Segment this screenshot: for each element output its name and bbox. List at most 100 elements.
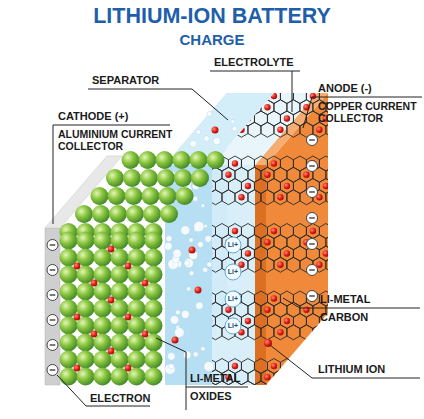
electron-symbol — [47, 315, 58, 326]
separator-pore — [181, 226, 190, 235]
electron-symbols — [47, 135, 318, 376]
lithium-dot — [271, 160, 277, 166]
metal-oxide-sphere — [145, 368, 163, 386]
electron-minus — [50, 369, 56, 370]
lithium-dot — [108, 348, 115, 355]
lithium-dot — [238, 127, 244, 133]
lithium-dot — [245, 318, 251, 324]
leader-line — [292, 71, 293, 112]
electron-circle — [307, 213, 318, 224]
lithium-dot — [74, 365, 81, 372]
separator-pore — [189, 271, 194, 276]
aluminium-collector-front — [45, 228, 60, 385]
metal-oxide-sphere — [145, 351, 163, 369]
metal-oxide-sphere — [145, 300, 163, 318]
ion-label: Li+ — [223, 267, 243, 277]
metal-oxide-sphere — [91, 187, 109, 205]
lithium-dot — [264, 172, 270, 178]
part-label: ALUMINIUM CURRENT COLLECTOR — [58, 128, 183, 152]
lithium-dot — [142, 331, 149, 338]
lithium-dot — [232, 228, 238, 234]
metal-oxide-sphere — [142, 187, 160, 205]
electron-symbol — [307, 213, 318, 224]
lithium-dot — [108, 297, 115, 304]
graphite-hexagon — [235, 190, 248, 205]
metal-oxide-sphere — [123, 169, 141, 187]
lithium-dot — [277, 262, 283, 268]
lithium-dot — [323, 250, 329, 256]
metal-oxide-sphere — [75, 205, 93, 223]
graphite-hexagon — [332, 381, 345, 396]
electron-symbol — [307, 161, 318, 172]
graphite-hexagon — [190, 359, 203, 374]
separator-pore — [184, 258, 194, 268]
graphite-hexagon — [202, 111, 215, 126]
metal-oxide-sphere — [94, 368, 112, 386]
lithium-dot — [284, 250, 290, 256]
lithium-dot — [91, 331, 98, 338]
graphite-hexagon — [274, 122, 287, 137]
ion-label: Li+ — [223, 240, 243, 250]
electron-symbol — [47, 340, 58, 351]
electron-symbol — [47, 265, 58, 276]
lithium-dot — [232, 93, 238, 99]
separator-pore — [165, 364, 176, 375]
electron-circle — [307, 135, 318, 146]
electron-minus — [309, 295, 315, 296]
lithium-dot — [310, 93, 316, 99]
separator-pore — [231, 119, 235, 123]
graphite-hexagon — [280, 381, 293, 396]
graphite-hexagon — [190, 291, 203, 306]
lithium-dot — [125, 263, 132, 270]
metal-oxide-sphere — [60, 334, 78, 352]
metal-oxide-sphere — [145, 232, 163, 250]
separator-pore — [166, 236, 172, 242]
metal-oxide-sphere — [122, 151, 140, 169]
separator-pore — [193, 352, 198, 357]
lithium-dot — [232, 160, 238, 166]
lithium-dot — [271, 228, 277, 234]
electron-minus — [309, 243, 315, 244]
lithium-dot — [74, 314, 81, 321]
graphite-hexagon — [274, 257, 287, 272]
graphite-hexagon — [228, 89, 241, 104]
graphite-hexagon — [332, 156, 345, 171]
cathode-spheres — [60, 151, 225, 386]
separator-pore — [205, 236, 212, 243]
separator-pore — [173, 249, 182, 258]
lithium-dot — [245, 385, 251, 391]
lithium-dot — [199, 194, 205, 200]
graphite-hexagon — [261, 122, 274, 137]
metal-oxide-sphere — [190, 151, 208, 169]
graphite-hexagon — [235, 122, 248, 137]
electron-circle — [47, 265, 58, 276]
separator-pore — [196, 129, 201, 134]
lithium-ion-dot — [172, 337, 179, 344]
graphite-hexagon — [196, 302, 209, 317]
metal-oxide-sphere — [174, 169, 192, 187]
graphite-hexagon — [202, 89, 215, 104]
electrolyte-front — [212, 165, 255, 385]
metal-oxide-sphere — [77, 232, 95, 250]
separator-pore — [204, 362, 214, 372]
separator-pore — [170, 316, 179, 325]
separator-pore — [207, 111, 212, 116]
electron-minus — [309, 165, 315, 166]
leader-lines — [53, 71, 422, 410]
leader-line — [303, 97, 422, 128]
lithium-dot — [284, 318, 290, 324]
graphite-lattice — [190, 89, 346, 397]
graphite-hexagon — [209, 122, 222, 137]
lithium-dot — [316, 329, 322, 335]
separator-pore — [201, 346, 206, 351]
electrolyte-top — [212, 93, 317, 165]
graphite-hexagon — [267, 381, 280, 396]
graphite-hexagon — [254, 89, 267, 104]
leader-line — [156, 338, 186, 410]
electron-symbol — [47, 365, 58, 376]
lithium-dot — [284, 115, 290, 121]
graphite-hexagon — [215, 89, 228, 104]
separator-pore — [176, 310, 181, 315]
diagram-title: LITHIUM-ION BATTERY — [0, 5, 424, 29]
